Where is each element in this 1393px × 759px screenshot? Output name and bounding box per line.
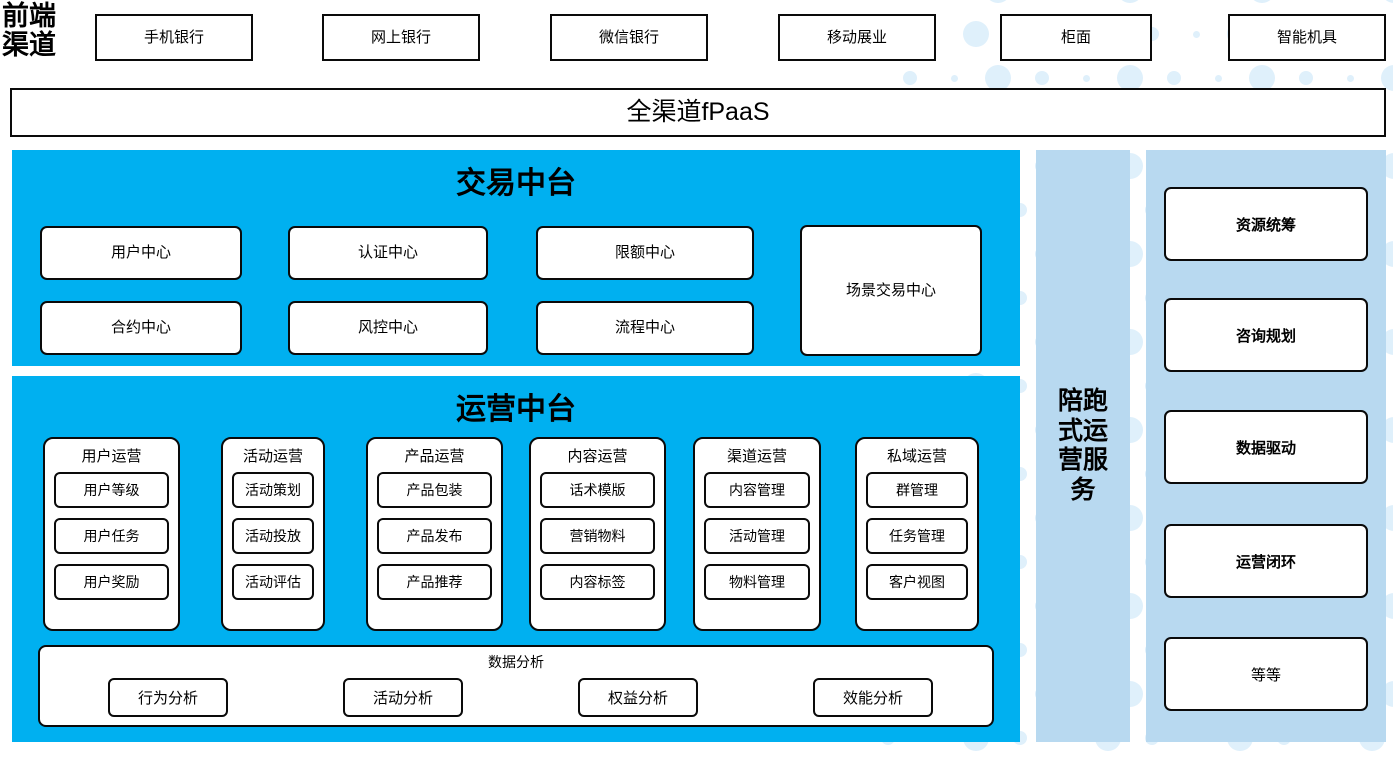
data-analysis-title: 数据分析 <box>488 654 544 670</box>
op-group-title-1: 活动运营 <box>242 448 303 465</box>
channel-box-5[interactable]: 智能机具 <box>1228 14 1386 61</box>
capability-item-0[interactable]: 资源统筹 <box>1164 187 1368 261</box>
transaction-center-title: 交易中台 <box>456 167 576 200</box>
op-group-item-2-2[interactable]: 产品推荐 <box>377 564 492 600</box>
capability-item-2[interactable]: 数据驱动 <box>1164 410 1368 484</box>
channel-box-2[interactable]: 微信银行 <box>550 14 708 61</box>
channel-label-1: 网上银行 <box>370 28 431 46</box>
data-analysis-box[interactable]: 数据分析 行为分析 活动分析 权益分析 效能分析 <box>38 645 994 727</box>
channel-box-3[interactable]: 移动展业 <box>778 14 936 61</box>
service-column-label: 陪跑式运营服务 <box>1057 387 1108 504</box>
data-analysis-item-2[interactable]: 权益分析 <box>578 678 698 717</box>
channel-box-0[interactable]: 手机银行 <box>95 14 253 61</box>
channel-box-4[interactable]: 柜面 <box>1000 14 1152 61</box>
op-group-item-0-0[interactable]: 用户等级 <box>54 472 169 508</box>
op-group-item-5-0[interactable]: 群管理 <box>866 472 968 508</box>
op-group-3[interactable]: 内容运营 话术模版 营销物料 内容标签 <box>529 437 666 631</box>
data-analysis-item-3[interactable]: 效能分析 <box>813 678 933 717</box>
tx-item-0[interactable]: 用户中心 <box>40 226 242 280</box>
op-group-1[interactable]: 活动运营 活动策划 活动投放 活动评估 <box>221 437 325 631</box>
op-group-item-0-1[interactable]: 用户任务 <box>54 518 169 554</box>
op-group-title-3: 内容运营 <box>567 448 628 465</box>
tx-item-label-4: 风控中心 <box>357 319 418 337</box>
op-group-item-3-1[interactable]: 营销物料 <box>540 518 655 554</box>
capability-item-4[interactable]: 等等 <box>1164 637 1368 711</box>
data-analysis-item-0[interactable]: 行为分析 <box>108 678 228 717</box>
capability-item-1[interactable]: 咨询规划 <box>1164 298 1368 372</box>
tx-item-4[interactable]: 风控中心 <box>288 301 488 355</box>
op-group-title-0: 用户运营 <box>81 448 142 465</box>
tx-item-label-2: 限额中心 <box>614 244 675 262</box>
tx-item-label-1: 认证中心 <box>357 244 418 262</box>
fpaas-bar[interactable]: 全渠道fPaaS <box>10 88 1386 137</box>
op-group-item-3-2[interactable]: 内容标签 <box>540 564 655 600</box>
capability-item-3[interactable]: 运营闭环 <box>1164 524 1368 598</box>
tx-item-1[interactable]: 认证中心 <box>288 226 488 280</box>
data-analysis-item-1[interactable]: 活动分析 <box>343 678 463 717</box>
operation-center-title: 运营中台 <box>456 393 576 426</box>
op-group-item-1-2[interactable]: 活动评估 <box>232 564 314 600</box>
op-group-item-5-1[interactable]: 任务管理 <box>866 518 968 554</box>
op-group-item-4-2[interactable]: 物料管理 <box>704 564 810 600</box>
tx-scene-label: 场景交易中心 <box>845 281 936 299</box>
channel-label-5: 智能机具 <box>1276 28 1337 46</box>
op-group-title-5: 私域运营 <box>886 448 947 465</box>
op-group-item-1-1[interactable]: 活动投放 <box>232 518 314 554</box>
op-group-item-0-2[interactable]: 用户奖励 <box>54 564 169 600</box>
op-group-5[interactable]: 私域运营 群管理 任务管理 客户视图 <box>855 437 979 631</box>
op-group-title-2: 产品运营 <box>404 448 465 465</box>
op-group-item-5-2[interactable]: 客户视图 <box>866 564 968 600</box>
op-group-item-2-0[interactable]: 产品包装 <box>377 472 492 508</box>
tx-item-2[interactable]: 限额中心 <box>536 226 754 280</box>
tx-item-5[interactable]: 流程中心 <box>536 301 754 355</box>
tx-item-label-3: 合约中心 <box>110 319 171 337</box>
tx-scene-box[interactable]: 场景交易中心 <box>800 225 982 356</box>
op-group-item-4-1[interactable]: 活动管理 <box>704 518 810 554</box>
op-group-2[interactable]: 产品运营 产品包装 产品发布 产品推荐 <box>366 437 503 631</box>
fpaas-label: 全渠道fPaaS <box>626 98 770 127</box>
op-group-item-3-0[interactable]: 话术模版 <box>540 472 655 508</box>
tx-item-label-0: 用户中心 <box>110 244 171 262</box>
channel-label-0: 手机银行 <box>143 28 204 46</box>
op-group-title-4: 渠道运营 <box>726 448 787 465</box>
tx-item-3[interactable]: 合约中心 <box>40 301 242 355</box>
tx-item-label-5: 流程中心 <box>614 319 675 337</box>
op-group-4[interactable]: 渠道运营 内容管理 活动管理 物料管理 <box>693 437 821 631</box>
op-group-item-4-0[interactable]: 内容管理 <box>704 472 810 508</box>
channel-box-1[interactable]: 网上银行 <box>322 14 480 61</box>
channel-label-4: 柜面 <box>1060 28 1091 46</box>
op-group-0[interactable]: 用户运营 用户等级 用户任务 用户奖励 <box>43 437 180 631</box>
channel-label-2: 微信银行 <box>598 28 659 46</box>
op-group-item-1-0[interactable]: 活动策划 <box>232 472 314 508</box>
service-column-label-wrap: 陪跑式运营服务 <box>1036 150 1130 742</box>
channel-label-3: 移动展业 <box>826 28 887 46</box>
op-group-item-2-1[interactable]: 产品发布 <box>377 518 492 554</box>
frontend-channel-label: 前端渠道 <box>2 1 56 60</box>
